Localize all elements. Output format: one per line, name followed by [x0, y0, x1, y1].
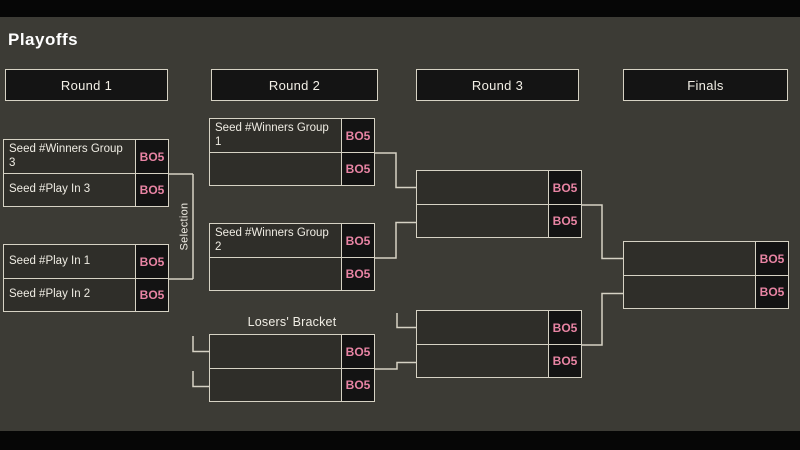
match-slot[interactable]: BO5 — [624, 242, 788, 275]
bo5-badge: BO5 — [135, 279, 168, 311]
match-round2-middle[interactable]: Seed #Winners Group 2 BO5 BO5 — [209, 223, 375, 291]
match-slot[interactable]: Seed #Winners Group 3 BO5 — [4, 140, 168, 173]
connector-line — [192, 371, 209, 388]
selection-label: Selection — [178, 202, 191, 251]
team-name — [417, 345, 548, 377]
bo5-badge: BO5 — [135, 140, 168, 173]
connector-line — [582, 204, 623, 260]
match-slot[interactable]: Seed #Winners Group 1 BO5 — [210, 119, 374, 152]
team-name — [417, 205, 548, 237]
team-name: Seed #Winners Group 2 — [215, 227, 329, 253]
letterbox-bottom — [0, 431, 800, 450]
match-slot[interactable]: Seed #Play In 2 BO5 — [4, 278, 168, 311]
page-title: Playoffs — [8, 30, 79, 49]
connector-line — [192, 336, 209, 353]
team-name: Seed #Winners Group 3 — [9, 143, 123, 169]
match-slot[interactable]: Seed #Play In 1 BO5 — [4, 245, 168, 278]
match-round1-upper[interactable]: Seed #Winners Group 3 BO5 Seed #Play In … — [3, 139, 169, 207]
team-name — [417, 171, 548, 204]
connector-line — [375, 361, 416, 370]
match-slot[interactable]: BO5 — [417, 204, 581, 237]
bo5-badge: BO5 — [341, 153, 374, 185]
bo5-badge: BO5 — [341, 224, 374, 257]
team-name — [210, 369, 341, 401]
losers-bracket-label: Losers' Bracket — [247, 315, 337, 329]
match-slot[interactable]: BO5 — [210, 368, 374, 401]
team-name — [624, 276, 755, 308]
match-round3-lower[interactable]: BO5 BO5 — [416, 310, 582, 378]
team-name — [417, 311, 548, 344]
match-finals[interactable]: BO5 BO5 — [623, 241, 789, 309]
match-slot[interactable]: BO5 — [417, 311, 581, 344]
match-slot[interactable]: BO5 — [624, 275, 788, 308]
bo5-badge: BO5 — [548, 171, 581, 204]
bo5-badge: BO5 — [135, 245, 168, 278]
round-header-round1: Round 1 — [5, 69, 168, 101]
match-round1-lower[interactable]: Seed #Play In 1 BO5 Seed #Play In 2 BO5 — [3, 244, 169, 312]
team-name — [624, 242, 755, 275]
team-name: Seed #Winners Group 1 — [215, 122, 329, 148]
match-round2-upper[interactable]: Seed #Winners Group 1 BO5 BO5 — [209, 118, 375, 186]
connector-line — [582, 292, 623, 346]
round-header-round3: Round 3 — [416, 69, 579, 101]
bo5-badge: BO5 — [341, 335, 374, 368]
match-slot[interactable]: BO5 — [417, 344, 581, 377]
team-name — [210, 335, 341, 368]
bo5-badge: BO5 — [755, 242, 788, 275]
bo5-badge: BO5 — [341, 369, 374, 401]
bo5-badge: BO5 — [548, 311, 581, 344]
round-header-finals: Finals — [623, 69, 788, 101]
match-slot[interactable]: BO5 — [417, 171, 581, 204]
bo5-badge: BO5 — [135, 174, 168, 206]
bo5-badge: BO5 — [548, 345, 581, 377]
team-name: Seed #Play In 3 — [9, 183, 91, 196]
letterbox-top — [0, 0, 800, 17]
match-slot[interactable]: Seed #Play In 3 BO5 — [4, 173, 168, 206]
match-slot[interactable]: BO5 — [210, 335, 374, 368]
connector-line — [396, 313, 416, 329]
bo5-badge: BO5 — [341, 258, 374, 290]
connector-line — [375, 152, 416, 189]
team-name — [210, 153, 341, 185]
team-name: Seed #Play In 1 — [9, 254, 91, 267]
bo5-badge: BO5 — [341, 119, 374, 152]
bo5-badge: BO5 — [548, 205, 581, 237]
team-name: Seed #Play In 2 — [9, 288, 91, 301]
match-losers-bracket[interactable]: BO5 BO5 — [209, 334, 375, 402]
round-header-round2: Round 2 — [211, 69, 378, 101]
connector-line — [375, 221, 416, 259]
bo5-badge: BO5 — [755, 276, 788, 308]
match-slot[interactable]: Seed #Winners Group 2 BO5 — [210, 224, 374, 257]
team-name — [210, 258, 341, 290]
match-slot[interactable]: BO5 — [210, 257, 374, 290]
match-slot[interactable]: BO5 — [210, 152, 374, 185]
match-round3-upper[interactable]: BO5 BO5 — [416, 170, 582, 238]
